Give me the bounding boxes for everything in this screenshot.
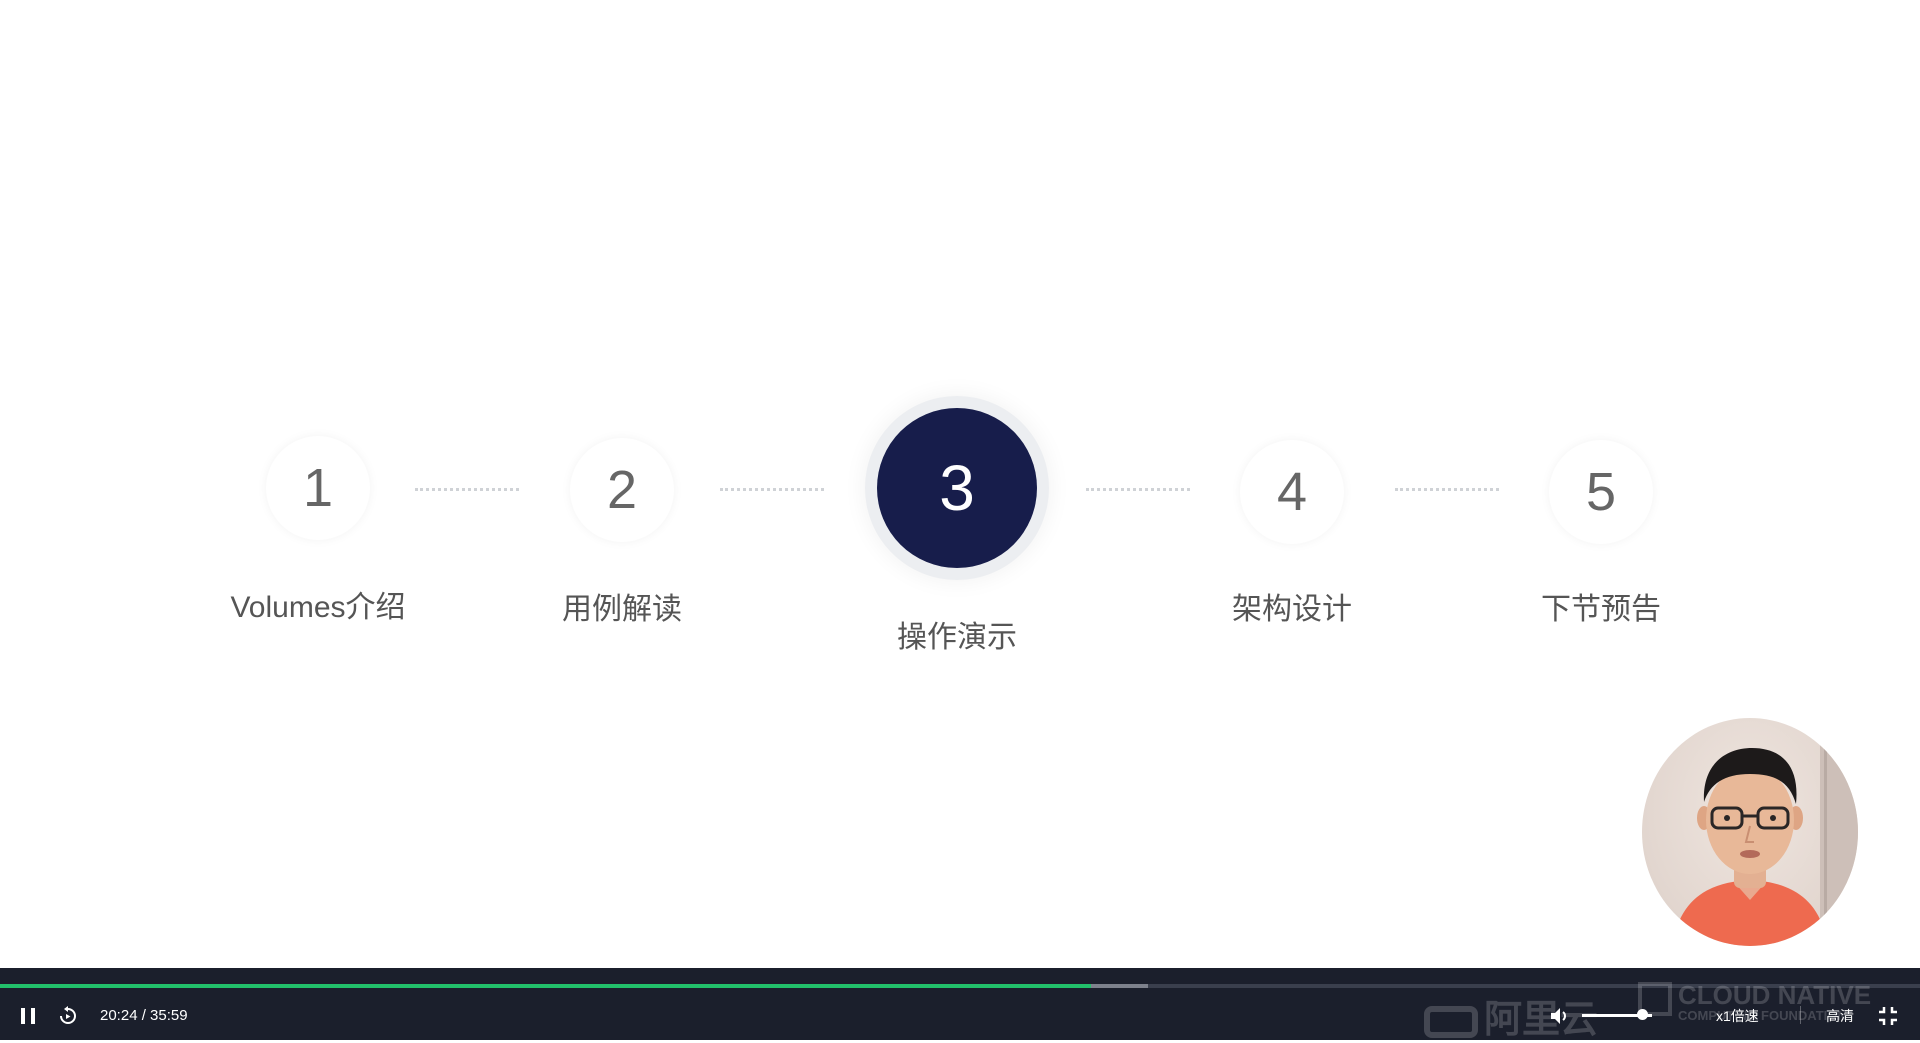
replay-icon bbox=[60, 1006, 76, 1024]
presenter-video bbox=[1642, 718, 1858, 946]
volume-slider[interactable] bbox=[1582, 1014, 1652, 1017]
step-4-label: 架构设计 bbox=[1232, 593, 1352, 626]
playback-speed-button[interactable]: x1倍速 bbox=[1716, 1008, 1759, 1024]
control-divider bbox=[1800, 1006, 1801, 1024]
cncf-watermark-line2: COMPUTING FOUNDATION bbox=[1678, 1008, 1847, 1023]
step-connector bbox=[1395, 488, 1499, 491]
exit-fullscreen-button[interactable] bbox=[1876, 1004, 1900, 1028]
progress-bar[interactable] bbox=[0, 984, 1920, 988]
step-5-label: 下节预告 bbox=[1541, 593, 1661, 626]
step-1-label: Volumes介绍 bbox=[230, 591, 406, 624]
cncf-logo-icon bbox=[1638, 982, 1672, 1016]
volume-icon bbox=[1551, 1008, 1566, 1024]
progress-played bbox=[0, 984, 1091, 988]
replay-button[interactable] bbox=[56, 1004, 80, 1028]
pause-button[interactable] bbox=[16, 1004, 40, 1028]
video-frame[interactable]: 1 Volumes介绍 2 用例解读 3 操作演示 4 架构设计 5 下节预告 bbox=[0, 0, 1920, 968]
step-1-number: 1 bbox=[266, 436, 370, 540]
step-2-number: 2 bbox=[570, 438, 674, 542]
volume-slider-handle[interactable] bbox=[1636, 1009, 1648, 1020]
alibaba-cloud-logo-icon bbox=[1424, 1005, 1478, 1038]
step-4-number: 4 bbox=[1240, 440, 1344, 544]
step-3-number: 3 bbox=[877, 408, 1037, 568]
quality-button[interactable]: 高清 bbox=[1826, 1008, 1854, 1024]
step-connector bbox=[720, 488, 824, 491]
step-connector bbox=[415, 488, 519, 491]
step-3-label: 操作演示 bbox=[897, 621, 1017, 654]
time-display: 20:24 / 35:59 bbox=[100, 1007, 188, 1024]
alibaba-cloud-watermark: 阿里云 bbox=[1424, 988, 1598, 1043]
step-2-label: 用例解读 bbox=[562, 593, 682, 626]
step-5-number: 5 bbox=[1549, 440, 1653, 544]
alibaba-cloud-watermark-text: 阿里云 bbox=[1484, 999, 1599, 1041]
pause-icon bbox=[21, 1008, 35, 1024]
volume-button[interactable] bbox=[1548, 1004, 1572, 1028]
presenter-figure bbox=[1672, 718, 1858, 946]
cncf-watermark-line1: CLOUD NATIVE bbox=[1678, 980, 1872, 1010]
exit-fullscreen-icon bbox=[1879, 1007, 1897, 1025]
step-connector bbox=[1086, 488, 1190, 491]
